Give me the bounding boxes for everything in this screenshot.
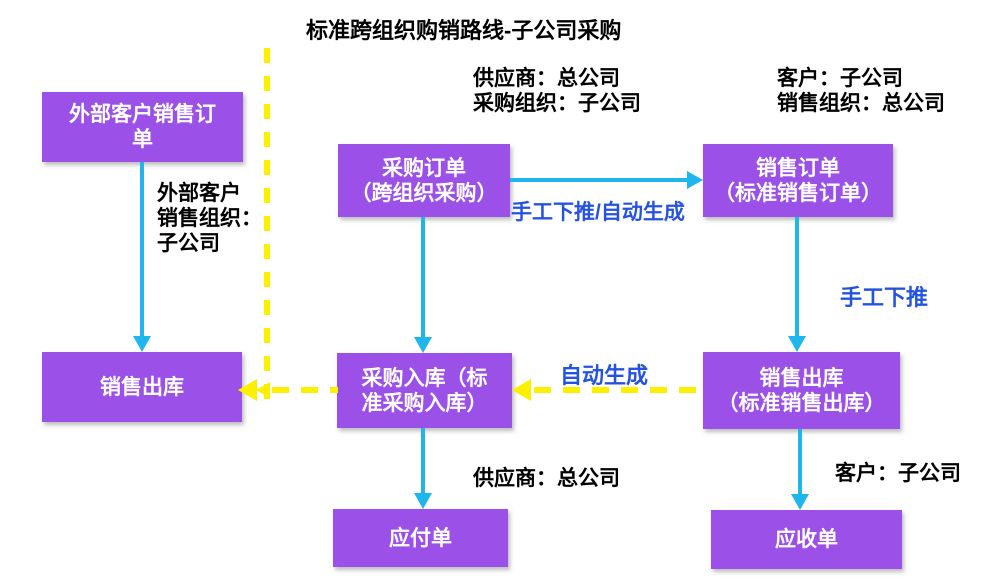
dashed-arrow-head-large — [238, 379, 257, 401]
label-customer-sales-org: 客户：子公司 销售组织：总公司 — [777, 66, 945, 115]
dashed-line-outbound-to-inbound — [534, 387, 703, 393]
box-sales-outbound: 销售出库 — [42, 352, 242, 422]
box-purchase-order: 采购订单 （跨组织采购） — [338, 144, 510, 217]
box-sales-order: 销售订单 （标准销售订单） — [703, 144, 893, 217]
label-manual-push-auto: 手工下推/自动生成 — [511, 201, 685, 224]
dashed-line-vertical — [264, 48, 270, 400]
label-external-customer-org: 外部客户 销售组织： 子公司 — [157, 181, 262, 255]
arrow-line-po-to-so — [510, 178, 688, 182]
dashed-arrow-head-outbound-to-inbound — [512, 379, 531, 401]
arrow-line-po-to-inbound — [421, 217, 425, 338]
box-external-sales-order: 外部客户销售订 单 — [42, 92, 243, 162]
arrow-head-inbound-to-payable — [414, 493, 432, 509]
box-purchase-inbound: 采购入库（标 准采购入库） — [337, 353, 512, 428]
arrow-head-po-to-so — [687, 171, 703, 189]
box-sales-outbound-standard: 销售出库 （标准销售出库） — [703, 352, 900, 429]
box-receivable: 应收单 — [711, 510, 902, 569]
label-auto-generate: 自动生成 — [560, 363, 649, 388]
label-supplier-head-office: 供应商：总公司 — [473, 466, 620, 490]
arrow-head-so-to-outbound — [788, 336, 806, 352]
arrow-head-outbound-to-receivable — [791, 494, 809, 510]
arrow-line-so-to-outbound — [795, 217, 799, 337]
arrow-line-inbound-to-payable — [421, 428, 425, 494]
box-payable: 应付单 — [333, 509, 508, 567]
label-customer-subsidiary: 客户：子公司 — [835, 461, 961, 485]
dashed-arrow-head-small — [256, 382, 270, 398]
arrow-line-external-to-outbound — [140, 162, 144, 338]
diagram-title: 标准跨组织购销路线-子公司采购 — [306, 18, 622, 43]
dashed-line-inbound-to-sales-outbound — [272, 387, 338, 393]
arrow-head-po-to-inbound — [414, 337, 432, 353]
label-manual-push: 手工下推 — [840, 285, 929, 310]
arrow-line-outbound-to-receivable — [798, 429, 802, 495]
label-supplier-purchase-org: 供应商：总公司 采购组织：子公司 — [473, 66, 641, 115]
arrow-head-external-to-outbound — [133, 336, 151, 352]
